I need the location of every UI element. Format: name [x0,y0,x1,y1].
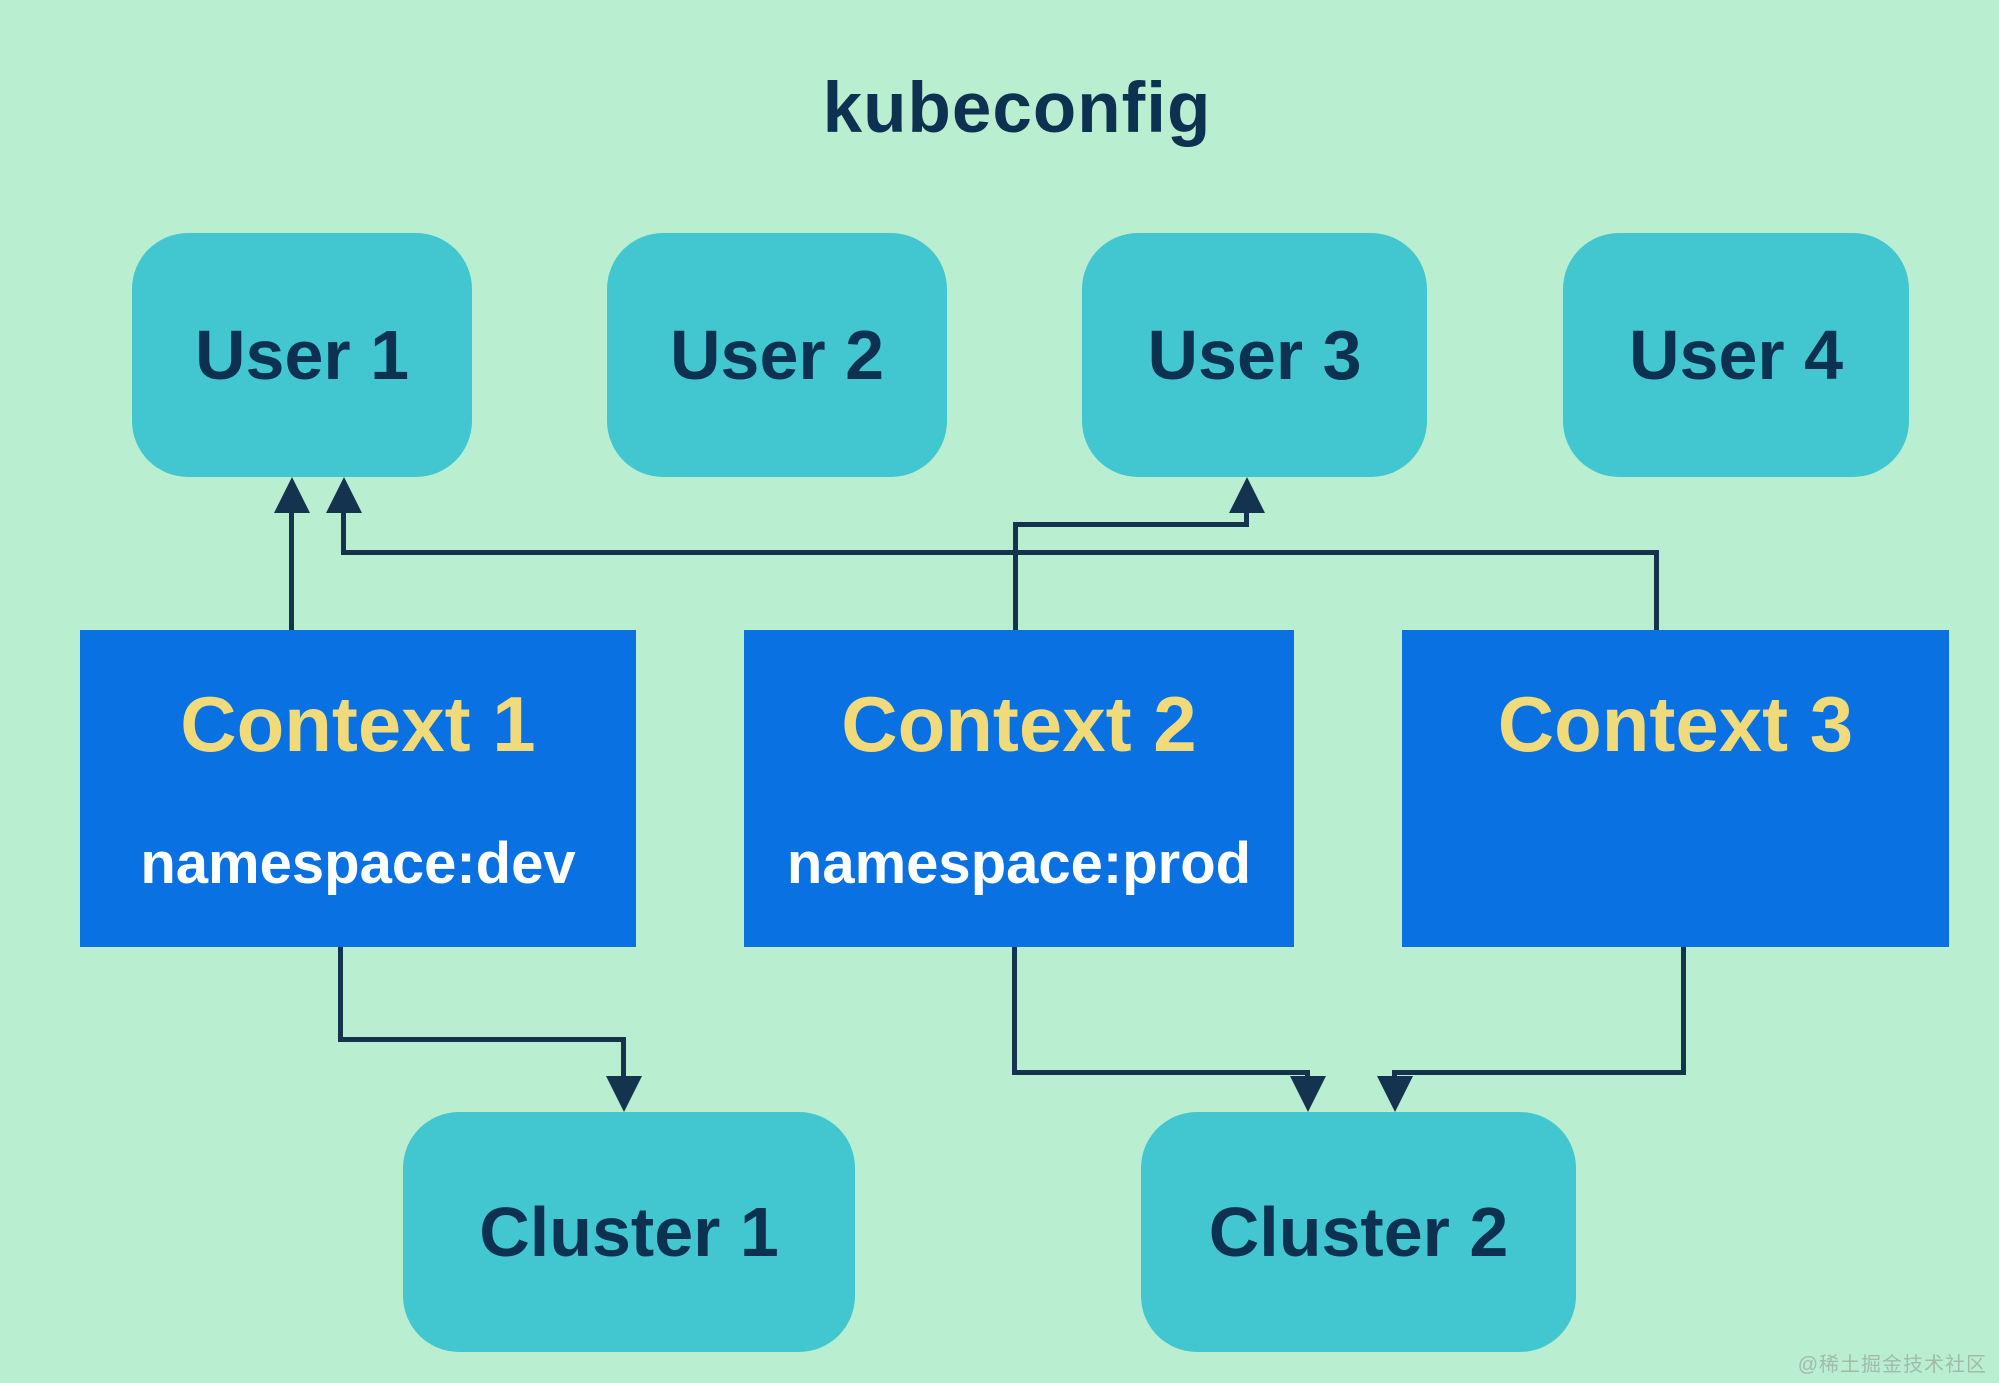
node-context-3-label: Context 3 [1497,680,1854,768]
edge-context3-user1-horizontal [341,550,1659,555]
edge-context2-cluster2-shaft [1305,1070,1310,1080]
node-cluster-1-label: Cluster 1 [479,1193,779,1271]
edge-context2-cluster2-horizontal [1012,1070,1310,1075]
edge-context1-user1-arrowhead-icon [274,477,310,513]
edge-context1-cluster1-shaft [621,1037,626,1080]
node-cluster-1: Cluster 1 [403,1112,855,1352]
node-user-4: User 4 [1563,233,1909,477]
edge-context3-user1-riser [1654,550,1659,630]
node-user-3-label: User 3 [1147,316,1362,394]
edge-context3-cluster2-drop [1681,947,1686,1075]
edge-context2-cluster2-drop [1012,947,1017,1075]
edge-context3-user1-shaft [341,508,346,555]
edge-context2-user3-horizontal [1013,522,1249,527]
node-context-1-label: Context 1 [180,680,536,768]
diagram-title: kubeconfig [822,69,1212,148]
node-context-2: Context 2 namespace:prod [744,630,1294,947]
node-context-2-namespace: namespace:prod [786,831,1252,896]
edge-context3-cluster2-horizontal [1392,1070,1686,1075]
watermark: @稀土掘金技术社区 [1797,1354,1987,1376]
node-user-1-label: User 1 [194,316,410,394]
node-user-2-label: User 2 [669,316,885,394]
node-user-4-label: User 4 [1628,316,1844,394]
node-context-2-label: Context 2 [841,680,1197,768]
edge-context3-cluster2-arrowhead-icon [1377,1076,1413,1112]
edge-context1-cluster1-drop [338,947,343,1042]
edge-context2-user3-riser [1013,522,1018,630]
edge-context2-cluster2-arrowhead-icon [1290,1076,1326,1112]
edge-context1-user1-shaft [289,508,294,630]
node-user-3: User 3 [1082,233,1427,477]
edge-context3-user1-arrowhead-icon [326,477,362,513]
node-context-3: Context 3 [1402,630,1949,947]
node-context-1-namespace: namespace:dev [140,831,576,896]
edge-context1-cluster1-arrowhead-icon [606,1076,642,1112]
edge-context3-cluster2-shaft [1392,1070,1397,1080]
node-cluster-2: Cluster 2 [1141,1112,1576,1352]
node-user-1: User 1 [132,233,472,477]
edge-context2-user3-shaft [1244,508,1249,527]
node-user-2: User 2 [607,233,947,477]
node-cluster-2-label: Cluster 2 [1208,1193,1509,1271]
edge-context2-user3-arrowhead-icon [1229,477,1265,513]
edge-context1-cluster1-horizontal [338,1037,626,1042]
node-context-1: Context 1 namespace:dev [80,630,636,947]
